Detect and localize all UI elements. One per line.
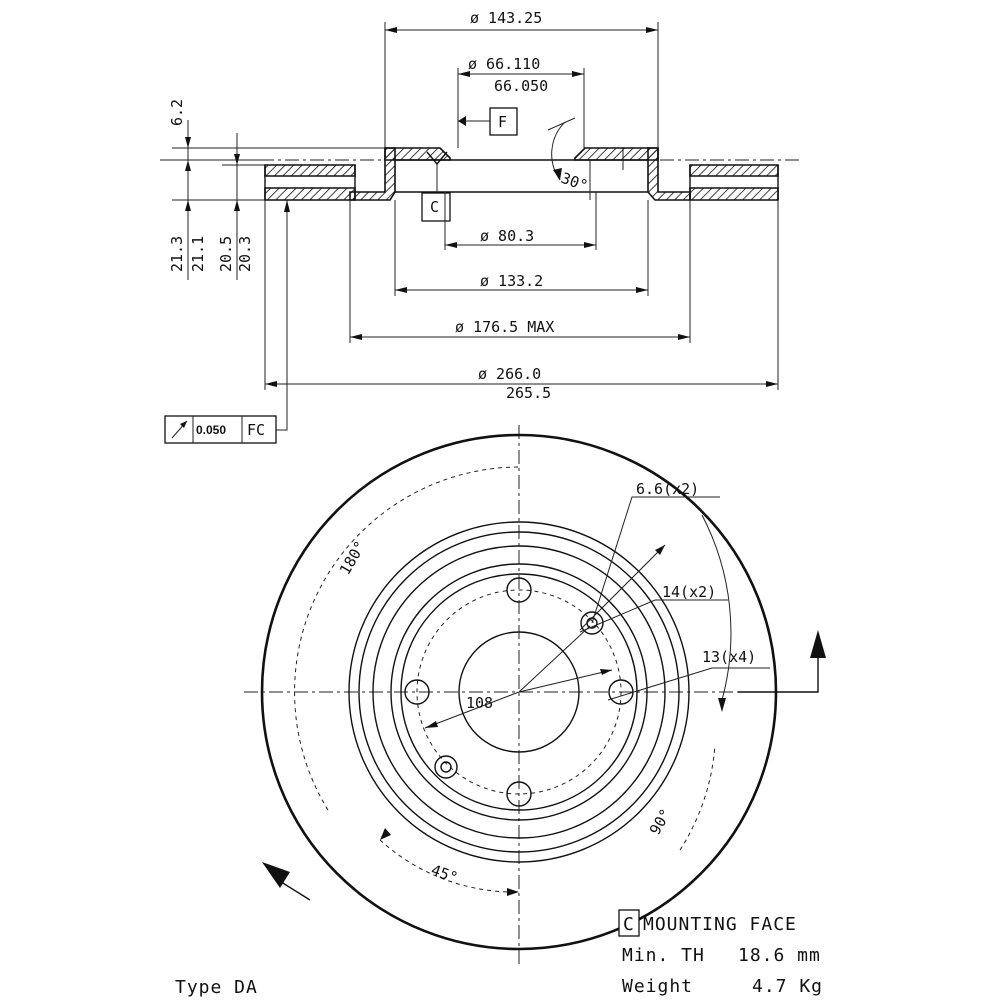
hat-wall-right bbox=[647, 147, 691, 201]
dim-176: ø 176.5 MAX bbox=[455, 318, 554, 336]
tolerance-value: 0.050 bbox=[196, 423, 226, 437]
disc-ring-2 bbox=[358, 531, 680, 853]
locating-hole-ne bbox=[580, 611, 604, 635]
note-type: Type DA bbox=[175, 977, 258, 998]
label-hole-14: 14(x2) bbox=[662, 583, 716, 601]
front-view: 6.6(x2) 14(x2) 13(x4) 108 180° 90° 45° bbox=[244, 425, 826, 965]
label-angle-180: 180° bbox=[336, 538, 370, 578]
arc-90 bbox=[679, 744, 716, 851]
label-hole-13: 13(x4) bbox=[702, 648, 756, 666]
label-hole-6-6: 6.6(x2) bbox=[636, 480, 699, 498]
bolt-hole-left bbox=[404, 679, 430, 705]
datum-f-box bbox=[489, 107, 518, 136]
bolt-hole-top bbox=[506, 577, 532, 603]
dim-20-3: 20.3 bbox=[236, 236, 254, 272]
locating-hole-sw bbox=[434, 755, 458, 779]
note-min-th-label: Min. TH bbox=[622, 945, 705, 966]
ring-right-top bbox=[689, 164, 779, 177]
datum-f: F bbox=[498, 113, 507, 131]
datum-c: C bbox=[430, 198, 439, 216]
disc-ring-1 bbox=[348, 521, 690, 863]
leader-13 bbox=[607, 667, 770, 701]
label-pcd: 108 bbox=[466, 694, 493, 712]
arrow-down-left-icon bbox=[262, 862, 290, 888]
center-bore bbox=[458, 631, 580, 753]
dim-133: ø 133.2 bbox=[480, 272, 543, 290]
dim-80: ø 80.3 bbox=[480, 227, 534, 245]
disc-ring-3 bbox=[372, 545, 666, 839]
ring-left-bottom bbox=[264, 187, 356, 201]
section-arrow-right bbox=[738, 650, 819, 693]
disc-ring-4 bbox=[390, 563, 648, 821]
dim-chamfer-angle: 30° bbox=[559, 169, 591, 195]
note-mounting-face: MOUNTING FACE bbox=[643, 914, 797, 935]
hat-wall-left bbox=[349, 147, 396, 201]
hat-top-right bbox=[574, 147, 659, 161]
bolt-hole-bottom bbox=[506, 781, 532, 807]
ring-right-bottom bbox=[689, 187, 779, 201]
dim-20-5: 20.5 bbox=[217, 236, 235, 272]
dim-266-max: ø 266.0 bbox=[478, 365, 541, 383]
arrow-up-icon bbox=[810, 630, 826, 658]
dim-bore-min: 66.050 bbox=[494, 77, 548, 95]
note-min-th-value: 18.6 mm bbox=[738, 945, 821, 966]
note-datum-letter: C bbox=[623, 914, 635, 935]
label-angle-90: 90° bbox=[646, 806, 675, 838]
runout-tolerance-frame: 0.050 FC bbox=[164, 415, 277, 444]
leader-6-6 bbox=[591, 496, 720, 624]
dim-bore-max: ø 66.110 bbox=[468, 55, 540, 73]
dim-hat-outer: ø 143.25 bbox=[470, 9, 542, 27]
dim-21-1: 21.1 bbox=[189, 236, 207, 272]
arc-45 bbox=[379, 839, 520, 893]
disc-ring-5 bbox=[400, 573, 638, 811]
notes: C MOUNTING FACE Min. TH 18.6 mm Weight 4… bbox=[175, 909, 823, 998]
note-weight-value: 4.7 Kg bbox=[752, 976, 823, 997]
dim-266-min: 265.5 bbox=[506, 384, 551, 402]
label-angle-45: 45° bbox=[429, 861, 461, 887]
dim-21-3: 21.3 bbox=[168, 236, 186, 272]
section-view: ø 143.25 ø 66.110 66.050 F C 30° ø 80.3 bbox=[160, 9, 800, 431]
leader-14 bbox=[579, 599, 728, 633]
pitch-circle bbox=[416, 589, 622, 795]
section-arrow-left bbox=[277, 879, 311, 901]
ring-left-top bbox=[264, 164, 356, 177]
tolerance-datums: FC bbox=[247, 421, 265, 439]
datum-c-note-box bbox=[618, 909, 640, 937]
note-weight-label: Weight bbox=[622, 976, 693, 997]
dim-6-2: 6.2 bbox=[168, 99, 186, 126]
